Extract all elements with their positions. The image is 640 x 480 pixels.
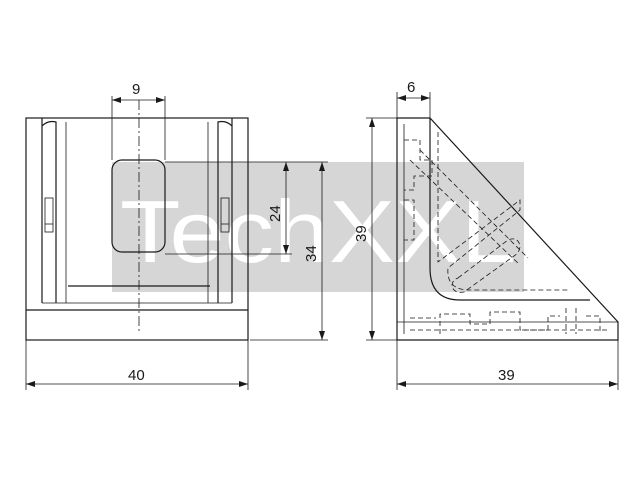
side-hidden-clip-left bbox=[404, 199, 415, 241]
watermark-box bbox=[112, 162, 524, 292]
front-slot bbox=[111, 159, 166, 253]
dim-side-top-label: 6 bbox=[407, 79, 415, 96]
front-outer-body bbox=[25, 117, 249, 341]
dim-front-bottom-label: 40 bbox=[128, 367, 145, 384]
dim-front-slot-label: 24 bbox=[267, 205, 284, 222]
dim-side-height: 39 bbox=[353, 117, 397, 341]
dim-front-height: 34 bbox=[250, 161, 328, 341]
dim-front-top-label: 9 bbox=[132, 81, 140, 98]
side-hidden-bottom-strip bbox=[410, 317, 610, 331]
side-hidden-diagonal bbox=[409, 149, 529, 266]
side-hidden-clip-bottom bbox=[439, 311, 560, 334]
side-hidden-slot bbox=[451, 238, 521, 293]
front-right-rib bbox=[217, 118, 233, 303]
side-inner-web bbox=[429, 118, 590, 301]
side-outer-triangle bbox=[396, 117, 619, 341]
side-view bbox=[396, 117, 619, 341]
dim-side-bottom-label: 39 bbox=[498, 367, 515, 384]
front-view bbox=[25, 100, 249, 341]
front-right-clip bbox=[220, 197, 230, 233]
dim-side-top: 6 bbox=[396, 79, 431, 118]
side-hidden-clip-right bbox=[565, 308, 601, 334]
side-hidden-clip-top bbox=[404, 139, 433, 191]
dim-front-slot: 24 bbox=[165, 161, 292, 255]
watermark: TechXXL bbox=[112, 162, 524, 292]
dim-side-height-label: 39 bbox=[353, 225, 370, 242]
dim-front-top: 9 bbox=[111, 81, 166, 160]
dim-front-height-label: 34 bbox=[303, 245, 320, 262]
watermark-text: TechXXL bbox=[120, 182, 516, 281]
dim-front-bottom: 40 bbox=[25, 340, 249, 390]
dim-side-bottom: 39 bbox=[396, 340, 619, 390]
front-left-rib bbox=[41, 118, 57, 303]
front-left-clip bbox=[44, 197, 54, 233]
